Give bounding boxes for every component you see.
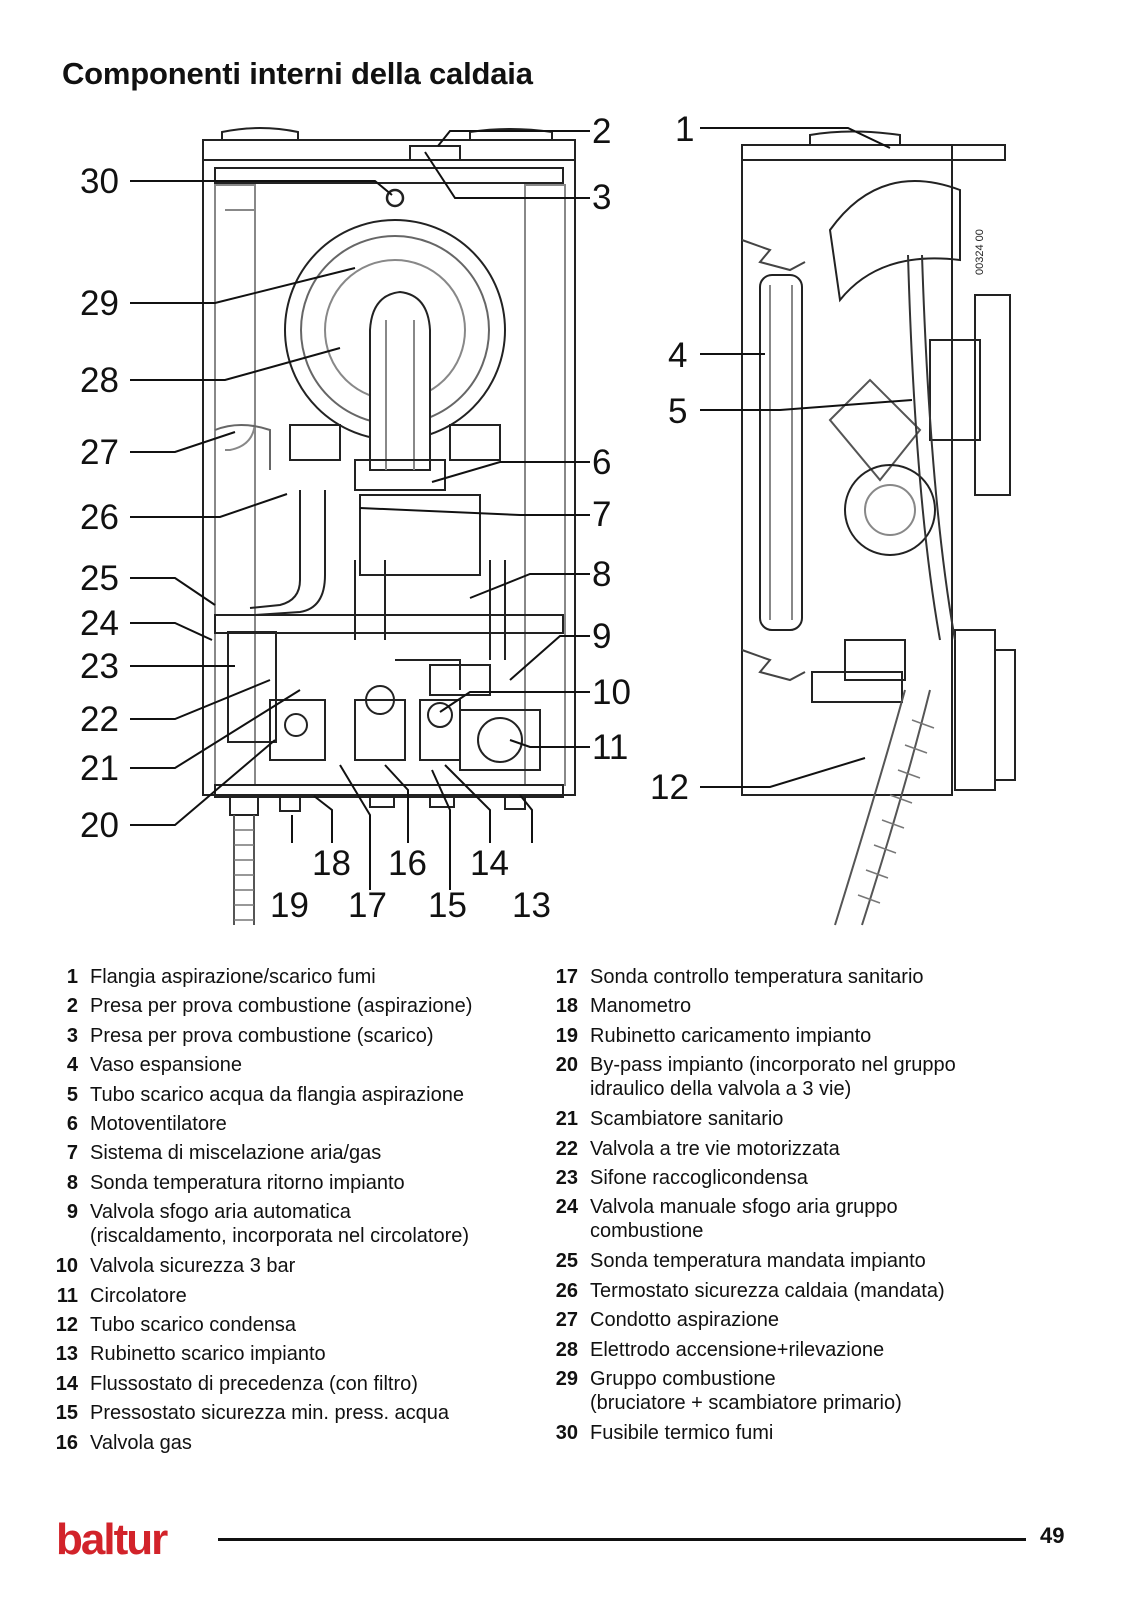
callout-30: 30 bbox=[80, 162, 119, 201]
svg-text:baltur: baltur bbox=[56, 1518, 168, 1562]
callout-13: 13 bbox=[512, 886, 551, 925]
callout-10: 10 bbox=[592, 673, 631, 712]
callout-25: 25 bbox=[80, 559, 119, 598]
callout-24: 24 bbox=[80, 604, 119, 643]
callout-28: 28 bbox=[80, 361, 119, 400]
side-view bbox=[741, 130, 1016, 926]
callout-7: 7 bbox=[592, 495, 612, 534]
callout-26: 26 bbox=[80, 498, 119, 537]
drawing-code: 00324 00 bbox=[974, 229, 986, 275]
boiler-diagram bbox=[130, 127, 1016, 926]
callout-14: 14 bbox=[470, 844, 509, 883]
callout-17: 17 bbox=[348, 886, 387, 925]
callout-3: 3 bbox=[592, 178, 612, 217]
callout-21: 21 bbox=[80, 749, 119, 788]
callout-23: 23 bbox=[80, 647, 119, 686]
callout-27: 27 bbox=[80, 433, 119, 472]
callout-6: 6 bbox=[592, 443, 612, 482]
callout-4: 4 bbox=[668, 336, 688, 375]
callout-20: 20 bbox=[80, 806, 119, 845]
leader-lines bbox=[130, 127, 913, 890]
callout-1: 1 bbox=[675, 110, 695, 149]
callout-11: 11 bbox=[592, 728, 629, 767]
footer-rule bbox=[218, 1538, 1026, 1541]
page-number: 49 bbox=[1040, 1523, 1065, 1548]
callout-8: 8 bbox=[592, 555, 612, 594]
page-title: Componenti interni della caldaia bbox=[62, 56, 533, 91]
front-view bbox=[202, 127, 576, 925]
callout-18: 18 bbox=[312, 844, 351, 883]
callout-12: 12 bbox=[650, 768, 689, 807]
baltur-logo: baltur bbox=[56, 1518, 170, 1562]
callout-9: 9 bbox=[592, 617, 612, 656]
callout-22: 22 bbox=[80, 700, 119, 739]
callout-29: 29 bbox=[80, 284, 119, 323]
callout-19: 19 bbox=[270, 886, 309, 925]
callout-5: 5 bbox=[668, 392, 688, 431]
callout-16: 16 bbox=[388, 844, 427, 883]
callout-2: 2 bbox=[592, 112, 612, 151]
callout-15: 15 bbox=[428, 886, 467, 925]
